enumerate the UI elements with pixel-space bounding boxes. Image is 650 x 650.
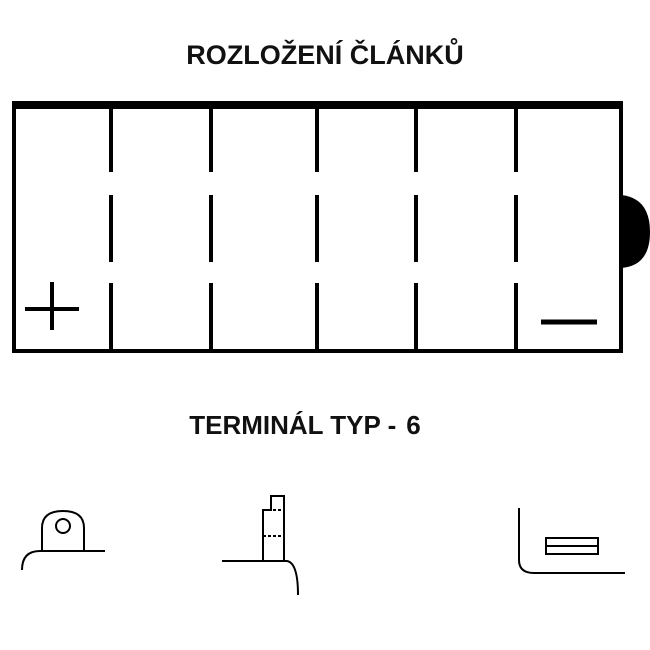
- terminal-post-icon: [222, 495, 299, 596]
- terminal-lug-icon: [21, 509, 105, 571]
- terminal-flat-icon: [518, 508, 625, 574]
- battery-side-tab: [621, 195, 650, 268]
- cell-dividers: [109, 107, 518, 350]
- terminal-type-title: TERMINÁL TYP - 6: [0, 410, 630, 441]
- positive-terminal-icon: [25, 282, 79, 330]
- terminal-type-number: 6: [406, 410, 421, 440]
- cell-layout-title: ROZLOŽENÍ ČLÁNKŮ: [186, 40, 464, 70]
- terminal-type-label: TERMINÁL TYP -: [189, 410, 397, 440]
